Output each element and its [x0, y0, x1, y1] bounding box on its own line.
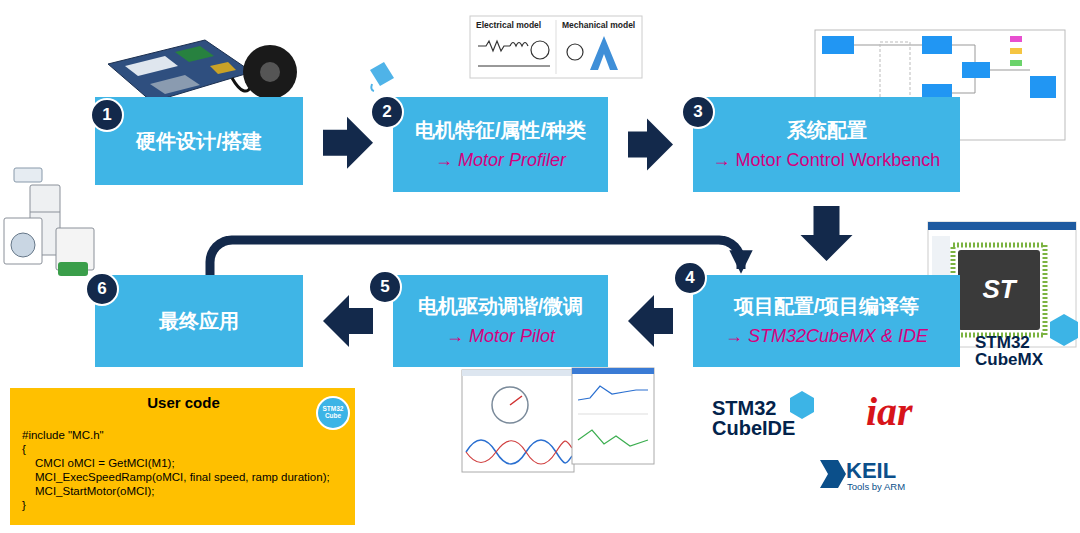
process-box: 项目配置/项目编译等 → STM32CubeMX & IDE	[693, 275, 960, 367]
code-box: User code #include "MC.h"{CMCI oMCI = Get…	[10, 388, 355, 525]
callout-number: 4	[673, 261, 707, 295]
flow-arrow	[323, 295, 373, 347]
tool-name: → STM32CubeMX & IDE	[725, 326, 928, 348]
callout-number: 2	[370, 95, 404, 129]
profiler-icon	[370, 62, 394, 86]
model-figure	[470, 16, 642, 78]
flow-arrow	[323, 117, 373, 169]
fridge-door	[30, 212, 60, 213]
flow-arrow	[628, 119, 673, 171]
pilot-screenshot	[572, 368, 654, 464]
pcb-connector	[175, 46, 214, 62]
code-line: CMCI oMCI = GetMCI(M1);	[22, 456, 345, 470]
step-title: 项目配置/项目编译等	[734, 294, 920, 318]
chart-grid	[578, 414, 648, 415]
appliance-ac	[14, 168, 42, 182]
screen-block	[962, 62, 990, 78]
cube-icon	[790, 391, 814, 419]
tool-name: → Motor Control Workbench	[713, 150, 941, 172]
screen-toolbar	[572, 368, 654, 374]
callout-number: 3	[681, 95, 715, 129]
process-box: 电机特征/属性/种类 → Motor Profiler	[393, 97, 608, 192]
washer-door	[11, 233, 35, 257]
code-line: #include "MC.h"	[22, 428, 345, 442]
motor-hub	[260, 62, 280, 82]
code-line: {	[22, 442, 345, 456]
callout-number: 5	[368, 270, 402, 304]
dial-needle	[510, 396, 522, 405]
circuit-wire	[478, 66, 550, 67]
pcb-component	[210, 62, 236, 74]
logo-text: Tools by ARM	[847, 482, 927, 492]
logo-text: STM32 CubeMX	[975, 334, 1049, 368]
appliance-washer	[4, 218, 42, 264]
sine-wave	[466, 441, 572, 464]
pilot-screenshot	[462, 370, 574, 472]
callout-number: 6	[85, 272, 119, 306]
logo-text: STM32 CubeIDE	[712, 398, 792, 438]
logo-text: iar	[866, 392, 962, 432]
code-line: MCI_StartMotor(oMCI);	[22, 484, 345, 498]
profiler-icon-drop	[371, 84, 374, 91]
loop-arrow	[210, 240, 741, 275]
flow-arrow	[801, 206, 853, 261]
figure-title: Mechanical model	[562, 20, 642, 30]
code-title: User code	[22, 394, 345, 412]
callout-number: 1	[90, 98, 124, 132]
resistor-symbol	[478, 41, 510, 51]
code-line: }	[22, 498, 345, 512]
keil-icon	[820, 460, 846, 488]
screen-legend	[1010, 60, 1022, 66]
rotor-symbol	[567, 44, 583, 60]
motor-body	[243, 45, 297, 99]
pcb-component	[125, 56, 178, 76]
figure-title: Electrical model	[476, 20, 556, 30]
tool-name: → Motor Profiler	[435, 150, 566, 172]
step-title: 电机驱动调谐/微调	[418, 294, 584, 318]
logo-text: ST	[969, 274, 1029, 305]
chart-line	[578, 386, 648, 400]
chip-body	[958, 250, 1040, 330]
screen-block	[922, 36, 952, 54]
code-line: MCI_ExecSpeedRamp(oMCI, final speed, ram…	[22, 470, 345, 484]
tool-name: → Motor Pilot	[446, 326, 555, 348]
process-box: 最终应用	[95, 275, 303, 367]
motor-symbol	[531, 41, 549, 59]
mechanical-symbol	[590, 36, 618, 70]
screen-toolbar	[928, 222, 1076, 230]
pcb-board	[108, 40, 252, 102]
inductor-symbol	[510, 43, 528, 47]
speed-dial	[492, 387, 528, 423]
screen-frame	[880, 42, 910, 102]
cube-icon	[1050, 314, 1078, 346]
chart-line	[578, 430, 648, 446]
step-title: 电机特征/属性/种类	[415, 118, 586, 142]
step-title: 系统配置	[787, 118, 867, 142]
screen-legend	[1010, 36, 1022, 42]
pcb-component	[150, 75, 200, 94]
process-box: 电机驱动调谐/微调 → Motor Pilot	[393, 275, 608, 367]
chip-pins	[953, 245, 1045, 335]
process-box: 系统配置 → Motor Control Workbench	[693, 97, 960, 192]
sine-wave	[466, 440, 572, 464]
figure-divider	[556, 20, 557, 74]
logo-text: STM32 Cube	[316, 396, 350, 430]
appliance-pump	[58, 262, 88, 276]
screen-legend	[1010, 48, 1022, 54]
step-title: 硬件设计/搭建	[136, 129, 262, 153]
process-box: 硬件设计/搭建	[95, 97, 303, 185]
screen-block	[1030, 76, 1056, 98]
step-title: 最终应用	[159, 309, 239, 333]
flow-arrow	[628, 295, 673, 347]
screen-toolbar	[462, 370, 574, 376]
logo-text: KEIL	[846, 460, 916, 482]
screen-block	[822, 36, 854, 54]
